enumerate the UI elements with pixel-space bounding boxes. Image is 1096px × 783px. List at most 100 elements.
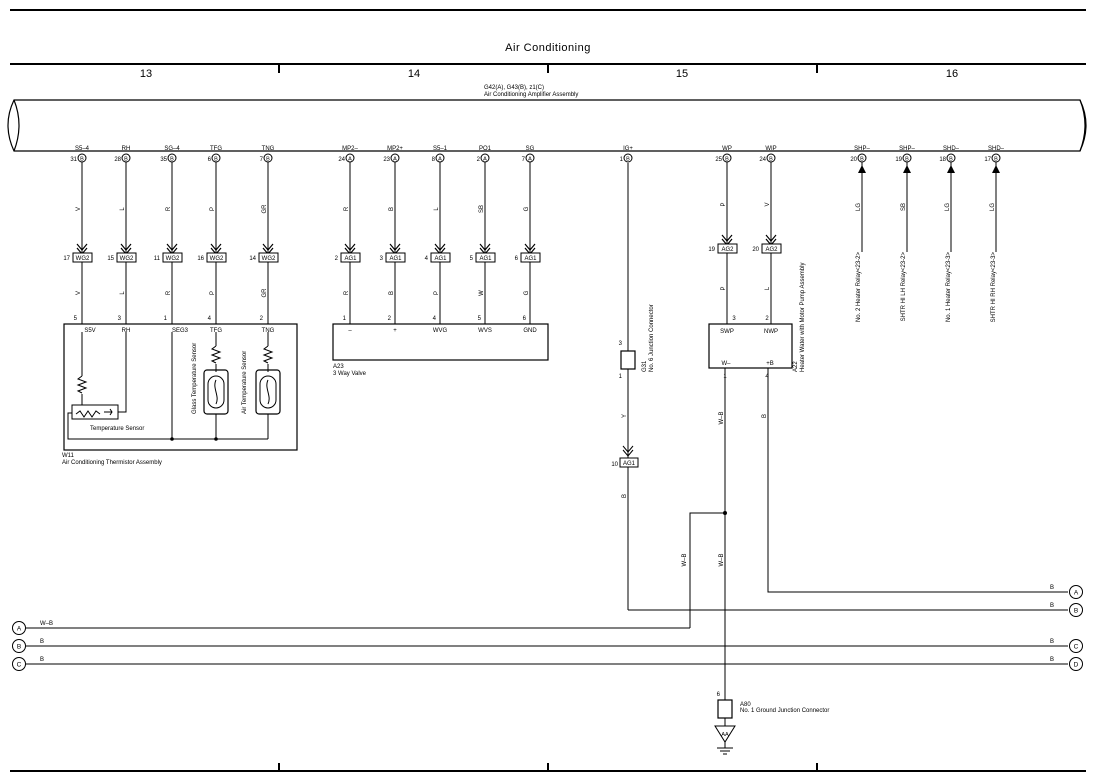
wire-color: R xyxy=(344,290,350,295)
amp-pin-connector: B xyxy=(905,157,909,163)
amp-pin-label: WIP xyxy=(765,146,776,152)
valve-pin-label: + xyxy=(393,328,397,334)
wire-color: B xyxy=(1050,657,1054,663)
heater-pin-label: W– xyxy=(722,361,732,367)
wire-color: B xyxy=(622,494,628,498)
amp-pin-number: 31 xyxy=(70,157,77,163)
amp-pin-number: 24 xyxy=(759,157,766,163)
junction-connector xyxy=(620,350,636,370)
wire-color: V xyxy=(76,291,82,295)
ground-pin: 6 xyxy=(717,692,721,698)
wire-color: LG xyxy=(945,203,951,211)
valve-box xyxy=(332,323,549,361)
ground-connector xyxy=(717,699,733,719)
bus-letter: C xyxy=(1074,644,1079,651)
valve-pin-label: – xyxy=(348,328,352,334)
conn-pin: 6 xyxy=(515,256,519,262)
amp-pin-number: 7 xyxy=(260,157,264,163)
section-16: 16 xyxy=(946,68,958,80)
bus-connector-icon xyxy=(12,657,26,671)
amplifier-box xyxy=(7,99,1087,152)
amp-pin-connector: B xyxy=(725,157,729,163)
heater-pin: 4 xyxy=(765,374,769,380)
bus-connector-icon xyxy=(1069,585,1083,599)
wire-color: G xyxy=(524,206,530,211)
conn-pin: 19 xyxy=(708,247,715,253)
amp-pin-number: 23 xyxy=(383,157,390,163)
heater-pin: 3 xyxy=(732,316,736,322)
wire-color: P xyxy=(721,286,727,290)
wire-color: R xyxy=(166,290,172,295)
amp-pin-label: TNG xyxy=(262,146,275,152)
amp-pin-number: 8 xyxy=(432,157,436,163)
wire-color: B xyxy=(1050,639,1054,645)
amp-pin-label: S5–1 xyxy=(433,146,448,152)
relay-label: No. 2 Heater Relay<23-2> xyxy=(856,252,862,323)
amp-pin-connector: B xyxy=(266,157,270,163)
amp-pin-number: 1 xyxy=(620,157,624,163)
amp-pin-number: 28 xyxy=(114,157,121,163)
wire-color: GR xyxy=(262,288,268,298)
wire-color: B xyxy=(762,414,768,418)
glass-sensor-label: Glass Temperature Sensor xyxy=(192,343,198,414)
thermistor-pin-number: 5 xyxy=(74,316,78,322)
wire-color: B xyxy=(40,657,44,663)
amp-pin-label: SG xyxy=(526,146,535,152)
valve-pin-label: WVS xyxy=(478,328,492,334)
amp-pin-number: 20 xyxy=(850,157,857,163)
bus-connector-icon xyxy=(1069,639,1083,653)
conn-pin: 15 xyxy=(107,256,114,262)
conn-id: AG1 xyxy=(434,256,447,262)
conn-pin: 10 xyxy=(611,462,618,468)
wire-color: W–B xyxy=(719,411,725,424)
conn-id: WG2 xyxy=(76,256,90,262)
temp-sensor-label: Temperature Sensor xyxy=(90,426,144,432)
amp-pin-connector: B xyxy=(80,157,84,163)
amp-pin-number: 7 xyxy=(522,157,526,163)
amp-pin-connector: B xyxy=(626,157,630,163)
conn-pin: 4 xyxy=(425,256,429,262)
junction-name: No. 6 Junction Connector xyxy=(649,304,655,372)
amp-pin-number: 6 xyxy=(208,157,212,163)
conn-id: AG1 xyxy=(479,256,492,262)
amp-pin-label: SHP– xyxy=(899,146,915,152)
conn-id: AG2 xyxy=(721,247,734,253)
wire-color: L xyxy=(434,207,440,211)
amp-pin-connector: A xyxy=(438,157,442,163)
thermistor-pin-number: 2 xyxy=(260,316,264,322)
relay-arrow-icon xyxy=(992,165,1000,173)
bus-connector-icon xyxy=(12,639,26,653)
thermistor-name: Air Conditioning Thermistor Assembly xyxy=(62,460,162,466)
wire-color: B xyxy=(1050,585,1054,591)
ground-symbol: AA xyxy=(721,732,729,738)
amp-pin-label: RH xyxy=(122,146,131,152)
conn-pin: 14 xyxy=(249,256,256,262)
conn-id: AG1 xyxy=(344,256,357,262)
conn-id: WG2 xyxy=(166,256,180,262)
valve-name: 3 Way Valve xyxy=(333,371,367,377)
amp-pin-connector: B xyxy=(214,157,218,163)
valve-pin-number: 5 xyxy=(478,316,482,322)
wire-color: W–B xyxy=(719,553,725,566)
amp-pin-connector: B xyxy=(170,157,174,163)
wire-color: L xyxy=(765,286,771,290)
amplifier-name: Air Conditioning Amplifier Assembly xyxy=(484,92,578,98)
amp-pin-label: IG+ xyxy=(623,146,633,152)
amp-pin-label: SG–4 xyxy=(164,146,180,152)
bus-letter: B xyxy=(17,644,21,651)
wire-color: W xyxy=(479,290,485,296)
valve-pin-number: 6 xyxy=(523,316,527,322)
page-title: Air Conditioning xyxy=(505,42,591,54)
conn-pin: 5 xyxy=(470,256,474,262)
amp-pin-number: 18 xyxy=(939,157,946,163)
relay-label: No. 1 Heater Relay<23-3> xyxy=(946,252,952,323)
bus-connector-icon xyxy=(1069,603,1083,617)
junction-pin-out: 1 xyxy=(619,374,623,380)
bus-letter: B xyxy=(1074,608,1078,615)
wire-color: G xyxy=(524,290,530,295)
